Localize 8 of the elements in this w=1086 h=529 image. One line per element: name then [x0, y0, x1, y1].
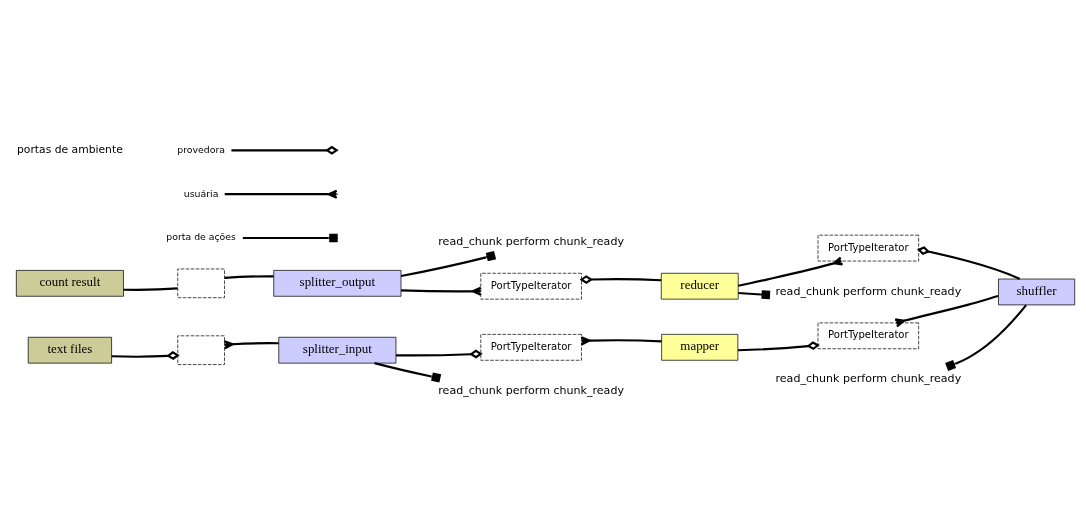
- node-text: read_chunk perform chunk_ready: [775, 371, 962, 385]
- legend-label: usuária: [183, 187, 219, 199]
- label: portas de ambiente: [17, 142, 123, 156]
- node-text: read_chunk perform chunk_ready: [775, 284, 962, 298]
- legend-label: porta de ações: [166, 230, 236, 242]
- node-text: read_chunk perform chunk_ready: [438, 234, 624, 248]
- node-text: read_chunk perform chunk_ready: [438, 383, 624, 397]
- legend-label: provedora: [177, 143, 225, 155]
